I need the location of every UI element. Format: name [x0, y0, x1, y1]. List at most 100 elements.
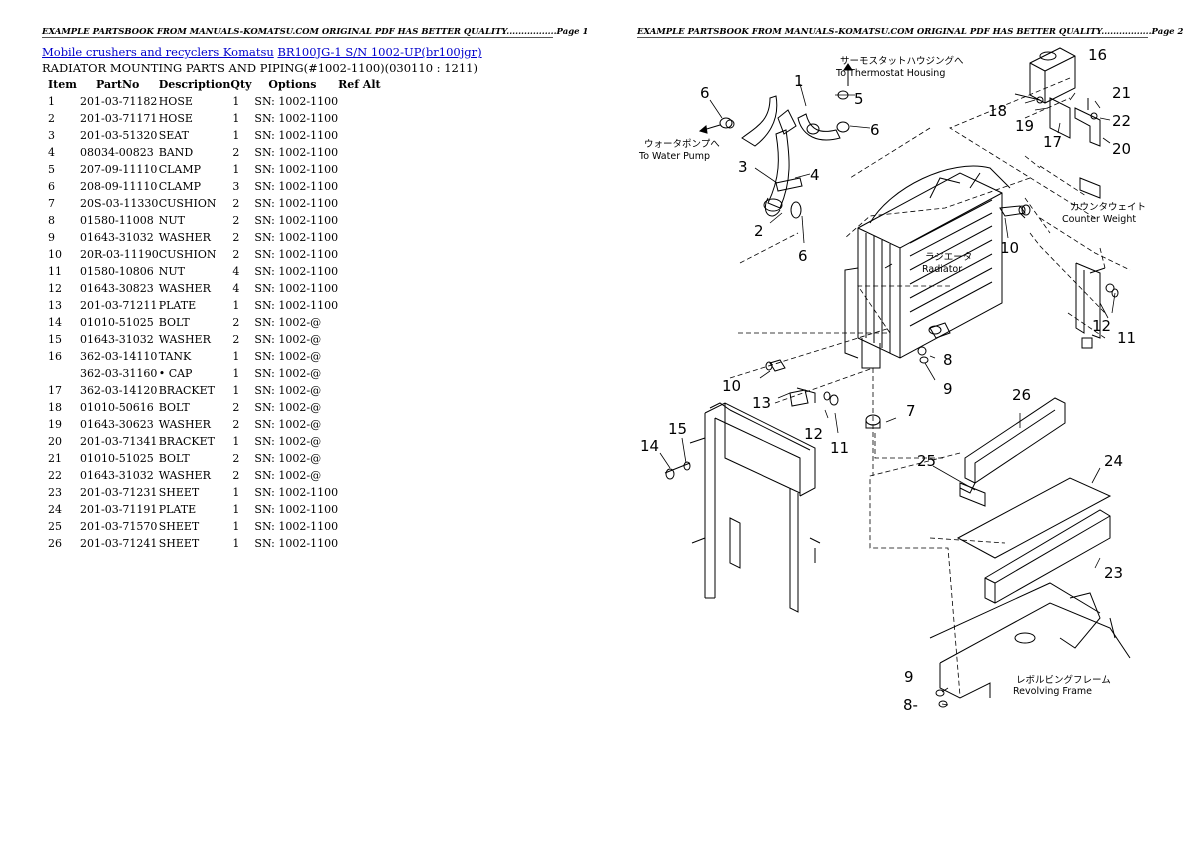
- cell-options: SN: 1002-@: [254, 333, 322, 346]
- cell-partno: 01580-11008: [80, 214, 154, 227]
- callout-23: 23: [1104, 564, 1123, 582]
- diagram-labels: サーモスタットハウジングへ To Thermostat Housing ウォータ…: [638, 55, 1146, 697]
- cell-options: SN: 1002-@: [254, 435, 322, 448]
- callout-26: 26: [1012, 386, 1031, 404]
- cell-item: 10: [48, 248, 62, 261]
- cell-options: SN: 1002-1100: [254, 231, 339, 244]
- cell-qty: 2: [232, 197, 240, 210]
- cell-ref-alt: [338, 450, 398, 467]
- cell-description: BOLT: [158, 401, 190, 414]
- cell-ref-alt: [338, 144, 398, 161]
- cell-item: 18: [48, 401, 62, 414]
- cell-qty: 2: [232, 452, 240, 465]
- callout-12a: 12: [1092, 317, 1111, 335]
- cell-options: SN: 1002-1100: [254, 112, 339, 125]
- cell-options: SN: 1002-1100: [254, 180, 339, 193]
- cell-ref-alt: [338, 467, 398, 484]
- cell-options: SN: 1002-@: [254, 469, 322, 482]
- cell-item: 14: [48, 316, 62, 329]
- cell-item: 12: [48, 282, 62, 295]
- cell-description: SHEET: [158, 520, 200, 533]
- cell-qty: 1: [232, 486, 240, 499]
- label-radiator-en: Radiator: [922, 264, 962, 275]
- cell-item: 19: [48, 418, 62, 431]
- cell-qty: 2: [232, 146, 240, 159]
- cell-options: SN: 1002-@: [254, 452, 322, 465]
- label-water-pump-en: To Water Pump: [638, 151, 710, 162]
- cell-item: 4: [48, 146, 55, 159]
- clamps: [719, 90, 850, 219]
- hose-part-2: [763, 129, 790, 217]
- cell-qty: 2: [232, 418, 240, 431]
- callout-10a: 10: [1000, 239, 1019, 257]
- label-counterweight-en: Counter Weight: [1062, 214, 1136, 225]
- callout-11a: 11: [1117, 329, 1136, 347]
- cell-item: 20: [48, 435, 62, 448]
- cell-ref-alt: [338, 280, 398, 297]
- cell-ref-alt: [338, 229, 398, 246]
- parts-table: Item PartNo Description Qty Options Ref …: [44, 76, 398, 552]
- cell-ref-alt: [338, 246, 398, 263]
- cell-ref-alt: [338, 399, 398, 416]
- callout-1: 1: [794, 72, 804, 90]
- header-rule-left: [42, 37, 553, 38]
- cell-ref-alt: [338, 348, 398, 365]
- breadcrumb-link-model[interactable]: BR100JG-1 S/N 1002-UP(br100jgr): [277, 45, 482, 59]
- callout-9b: 9: [904, 668, 914, 686]
- cell-options: SN: 1002-1100: [254, 214, 339, 227]
- cell-description: BOLT: [158, 316, 190, 329]
- cell-partno: 01643-30823: [80, 282, 154, 295]
- callout-4: 4: [810, 166, 820, 184]
- breadcrumb-link-category[interactable]: Mobile crushers and recyclers Komatsu: [42, 45, 274, 59]
- callout-2: 2: [754, 222, 764, 240]
- cell-ref-alt: [338, 501, 398, 518]
- cell-qty: 1: [232, 520, 240, 533]
- callout-10b: 10: [722, 377, 741, 395]
- cell-options: SN: 1002-1100: [254, 146, 339, 159]
- cell-description: BAND: [158, 146, 194, 159]
- cell-partno: 01643-31032: [80, 333, 154, 346]
- cell-ref-alt: [338, 297, 398, 314]
- callout-16: 16: [1088, 46, 1107, 64]
- cell-description: WASHER: [158, 333, 211, 346]
- reserve-tank: [1014, 47, 1101, 199]
- cell-qty: 1: [232, 384, 240, 397]
- cell-options: SN: 1002-@: [254, 350, 322, 363]
- cell-item: 25: [48, 520, 62, 533]
- cell-partno: 01643-31032: [80, 231, 154, 244]
- cell-options: SN: 1002-1100: [254, 265, 339, 278]
- cell-partno: 01643-31032: [80, 469, 154, 482]
- page-header-left: EXAMPLE PARTSBOOK FROM MANUALS-KOMATSU.C…: [42, 27, 589, 37]
- cell-item: 8: [48, 214, 55, 227]
- callout-6c: 6: [798, 247, 808, 265]
- cell-ref-alt: [338, 93, 398, 110]
- cell-partno: 362-03-14120: [80, 384, 158, 397]
- cell-item: 21: [48, 452, 62, 465]
- cell-ref-alt: [338, 263, 398, 280]
- callout-20: 20: [1112, 140, 1131, 158]
- cell-partno: 208-09-11110: [80, 180, 158, 193]
- cell-partno: 01580-10806: [80, 265, 154, 278]
- cell-partno: 01010-50616: [80, 401, 154, 414]
- cell-options: SN: 1002-@: [254, 384, 322, 397]
- cell-partno: 201-03-51320: [80, 129, 158, 142]
- col-ref-alt: Ref Alt: [338, 78, 381, 91]
- cell-description: SEAT: [158, 129, 189, 142]
- cell-partno: 20S-03-11330: [80, 197, 159, 210]
- cell-ref-alt: [338, 212, 398, 229]
- cell-ref-alt: [338, 127, 398, 144]
